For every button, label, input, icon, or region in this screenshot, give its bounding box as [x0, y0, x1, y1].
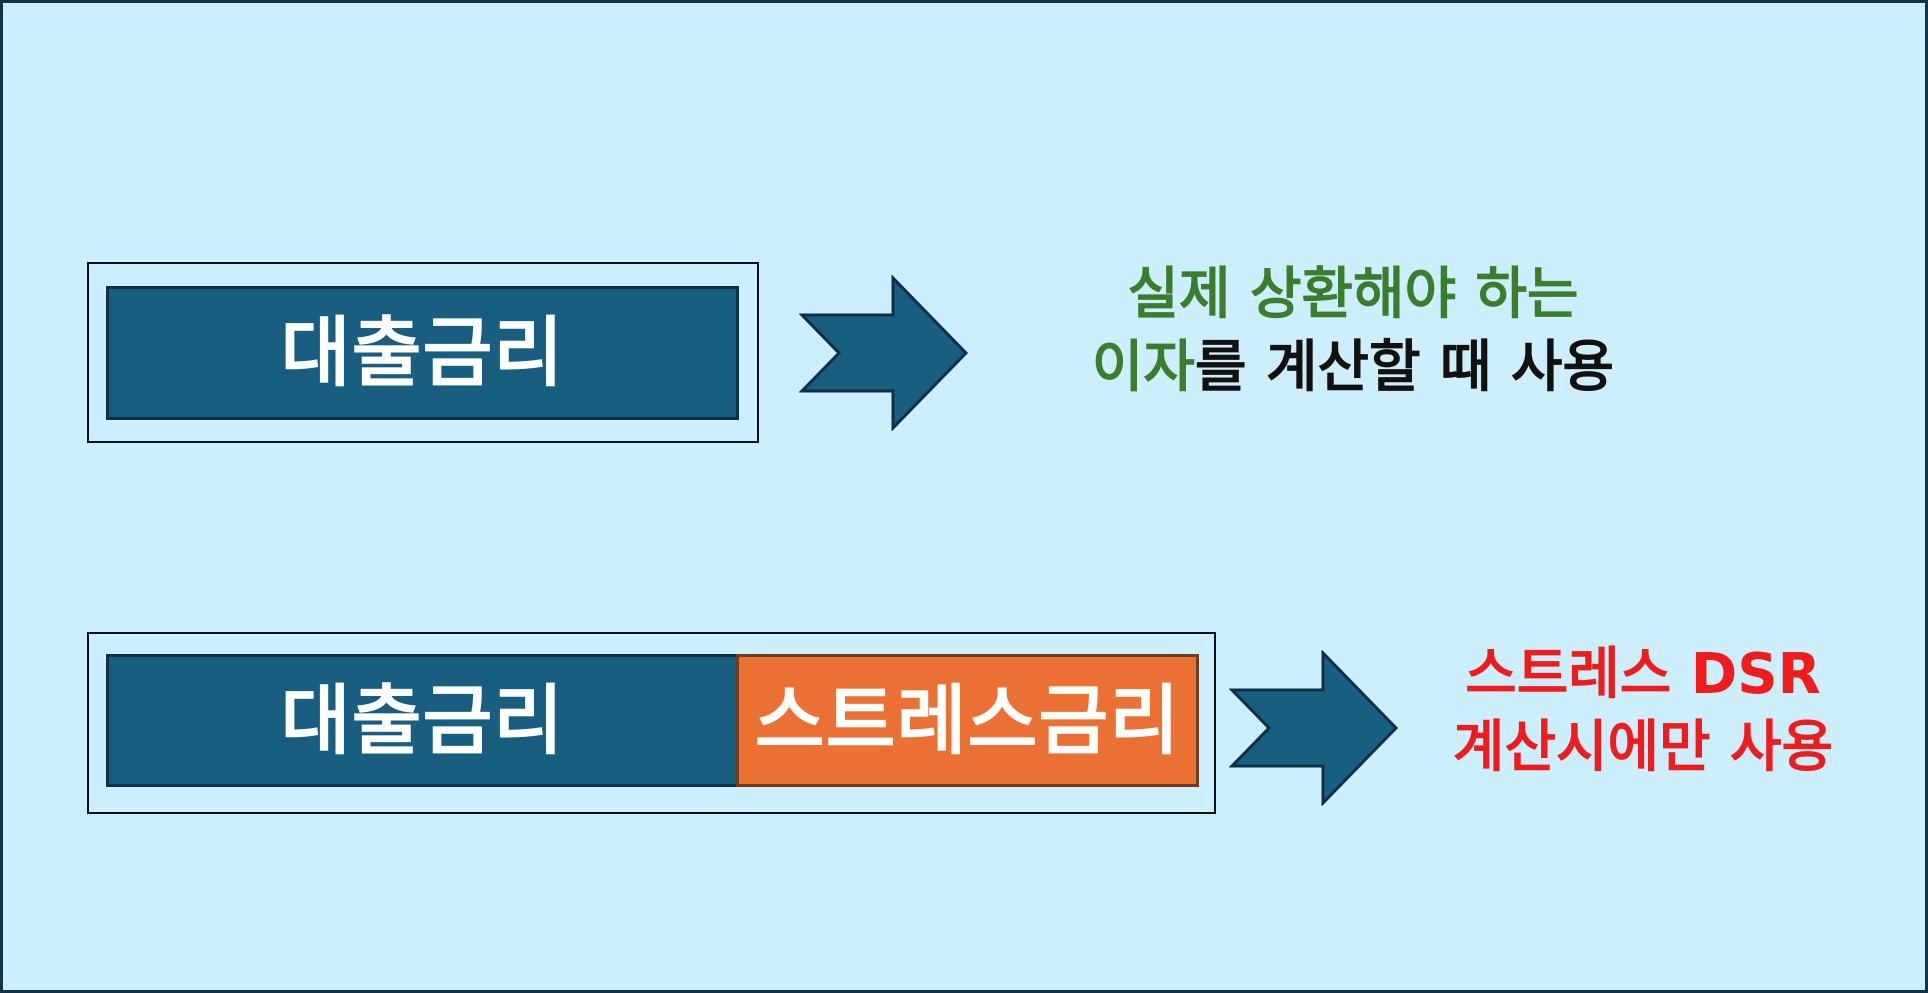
row1-caption: 실제 상환해야 하는 이자를 계산할 때 사용 [1033, 259, 1673, 405]
row2-caption-line2: 계산시에만 사용 [1452, 714, 1834, 780]
row1-loan-rate-bar: 대출금리 [106, 286, 739, 420]
row2-loan-rate-label: 대출금리 [280, 675, 565, 765]
row1-caption-line2: 이자를 계산할 때 사용 [1033, 332, 1673, 405]
row2-loan-rate-bar: 대출금리 [106, 654, 739, 787]
row1-outer-box [87, 262, 759, 443]
row1-caption-usage: 를 계산할 때 사용 [1194, 334, 1615, 400]
row2-stress-rate-bar: 스트레스금리 [736, 654, 1199, 787]
row2-caption: 스트레스 DSR 계산시에만 사용 [1398, 639, 1888, 785]
row2-caption-line1: 스트레스 DSR [1465, 642, 1821, 707]
arrow-right-icon [1229, 650, 1399, 806]
row1-loan-rate-label: 대출금리 [280, 308, 565, 397]
arrow-right-icon [799, 275, 969, 431]
row2-stress-rate-label: 스트레스금리 [754, 675, 1181, 765]
row1-caption-interest: 이자 [1091, 334, 1195, 400]
row2-outer-box [87, 632, 1216, 814]
row1-caption-line1: 실제 상환해야 하는 [1127, 262, 1579, 327]
